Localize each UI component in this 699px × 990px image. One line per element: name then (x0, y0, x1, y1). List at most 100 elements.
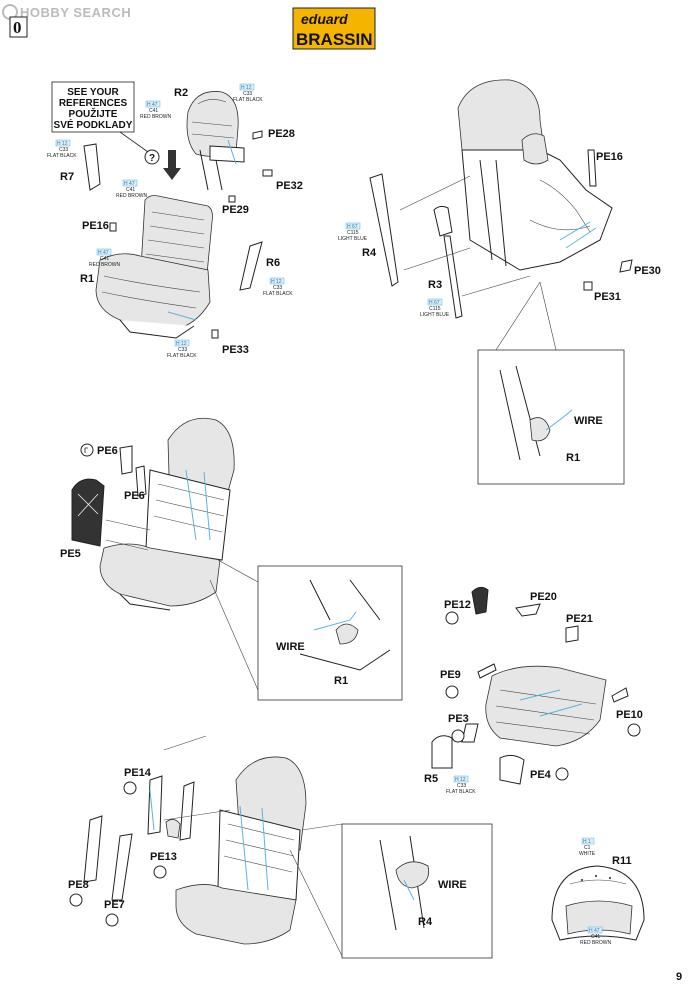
step-number: 0 (13, 18, 22, 37)
svg-text:C115: C115 (347, 230, 359, 236)
label-PE5: PE5 (60, 548, 81, 560)
part-PE10 (611, 687, 629, 703)
seat-rear-assembly: PE16 PE30 PE31 R4 R3 H 67 C115 LIGHT BLU… (338, 79, 661, 485)
label-PE7: PE7 (104, 899, 125, 911)
label-R3: R3 (428, 279, 442, 291)
label-PE13: PE13 (150, 851, 177, 863)
svg-text:RED BROWN: RED BROWN (89, 262, 121, 268)
svg-text:WHITE: WHITE (579, 851, 596, 857)
svg-text:C33: C33 (243, 91, 252, 97)
part-PE12 (471, 586, 489, 615)
bend-arrow-icon (445, 611, 459, 625)
svg-text:C33: C33 (59, 147, 68, 153)
svg-text:?: ? (149, 153, 155, 164)
down-arrow-icon (163, 150, 181, 180)
label-WIRE-1: WIRE (574, 415, 603, 427)
svg-text:C41: C41 (591, 934, 600, 940)
svg-text:C33: C33 (178, 347, 187, 353)
color-callout-flat-black-4: H 12 C33 FLAT BLACK (167, 339, 197, 359)
harness-assembly: PE14 PE13 PE8 PE7 WIRE R4 (68, 735, 493, 959)
watermark-text: HOBBY SEARCH (20, 5, 131, 20)
seat-pan-assembly: PE12 PE20 PE21 PE9 PE10 PE3 R5 PE4 H 12 … (424, 586, 643, 795)
svg-text:C115: C115 (429, 306, 441, 312)
label-R6: R6 (266, 257, 280, 269)
label-R2: R2 (174, 87, 188, 99)
svg-text:FLAT BLACK: FLAT BLACK (167, 353, 197, 359)
label-PE16-a: PE16 (82, 220, 109, 232)
label-R11: R11 (612, 855, 632, 867)
svg-text:C33: C33 (273, 285, 282, 291)
label-PE20: PE20 (530, 591, 557, 603)
label-PE32: PE32 (276, 180, 303, 192)
bend-arrow-icon (555, 767, 569, 781)
label-R1-inset2: R1 (334, 675, 348, 687)
svg-text:H 12: H 12 (271, 279, 282, 285)
page-number: 9 (676, 971, 682, 983)
color-callout-flat-black-1: H 12 C33 FLAT BLACK (233, 83, 263, 103)
part-PE5 (71, 478, 105, 547)
strap-R6 (239, 241, 263, 291)
note-line-4: SVÉ PODKLADY (54, 118, 133, 131)
svg-text:H 12: H 12 (455, 777, 466, 783)
svg-text:H 67: H 67 (429, 300, 440, 306)
label-PE14: PE14 (124, 767, 152, 779)
label-PE9: PE9 (440, 669, 461, 681)
bend-arrow-icon (627, 723, 641, 737)
svg-text:H 67: H 67 (347, 224, 358, 230)
part-R3 (443, 235, 463, 319)
svg-text:H 12: H 12 (57, 141, 68, 147)
bend-arrow-icon (80, 443, 94, 457)
label-PE28: PE28 (268, 128, 295, 140)
label-WIRE-3: WIRE (438, 879, 467, 891)
logo-eduard: eduard (301, 11, 348, 27)
logo-brassin: BRASSIN (296, 30, 373, 49)
label-R4-a: R4 (362, 247, 377, 259)
seat-pan (95, 253, 211, 331)
helmet-assembly: R11 H 1 C1 WHITE H 47 C41 RED BROWN (551, 837, 645, 946)
bend-arrow-icon (445, 685, 459, 699)
strap-R7 (83, 143, 101, 191)
wire-detail-inset-3 (341, 823, 493, 959)
label-PE16-b: PE16 (596, 151, 623, 163)
bend-arrow-icon (451, 729, 465, 743)
part-PE4 (499, 754, 525, 785)
wire-detail-inset-2 (257, 565, 403, 701)
note-line-2: REFERENCES (59, 98, 128, 109)
rear-seat-frame (461, 149, 613, 271)
svg-text:H 47: H 47 (589, 928, 600, 934)
color-callout-white: H 1 C1 WHITE (579, 837, 596, 857)
label-R7: R7 (60, 171, 74, 183)
part-PE20 (515, 603, 541, 617)
color-callout-red-brown-4: H 47 C41 RED BROWN (580, 926, 612, 946)
label-PE8: PE8 (68, 879, 89, 891)
label-PE29: PE29 (222, 204, 249, 216)
seat-assembly-top-left: SEE YOUR REFERENCES POUŽIJTE SVÉ PODKLAD… (47, 81, 303, 359)
bend-arrow-icon (123, 781, 137, 795)
label-R1-inset1: R1 (566, 452, 580, 464)
label-PE6-b: PE6 (124, 490, 145, 502)
label-PE21: PE21 (566, 613, 593, 625)
label-PE3: PE3 (448, 713, 469, 725)
bend-arrow-icon (69, 893, 83, 907)
svg-text:C33: C33 (457, 783, 466, 789)
question-icon (144, 149, 160, 165)
color-callout-flat-black-2: H 12 C33 FLAT BLACK (47, 139, 77, 159)
part-PE9 (477, 663, 497, 679)
svg-text:RED BROWN: RED BROWN (140, 114, 172, 120)
part-R4 (369, 173, 399, 287)
label-R4-inset: R4 (418, 916, 433, 928)
eduard-brassin-logo: eduard BRASSIN (292, 7, 376, 50)
part-PE14 (147, 775, 163, 835)
color-callout-red-brown-3: H 47 C41 RED BROWN (89, 248, 121, 268)
svg-text:FLAT BLACK: FLAT BLACK (233, 97, 263, 103)
svg-text:H 47: H 47 (147, 102, 158, 108)
label-R1: R1 (80, 273, 94, 285)
step-number-box: 0 (9, 16, 28, 38)
svg-text:FLAT BLACK: FLAT BLACK (263, 291, 293, 297)
note-line-1: SEE YOUR (67, 87, 119, 98)
label-PE30: PE30 (634, 265, 661, 277)
part-PE21 (565, 625, 579, 643)
svg-text:C41: C41 (100, 256, 109, 262)
